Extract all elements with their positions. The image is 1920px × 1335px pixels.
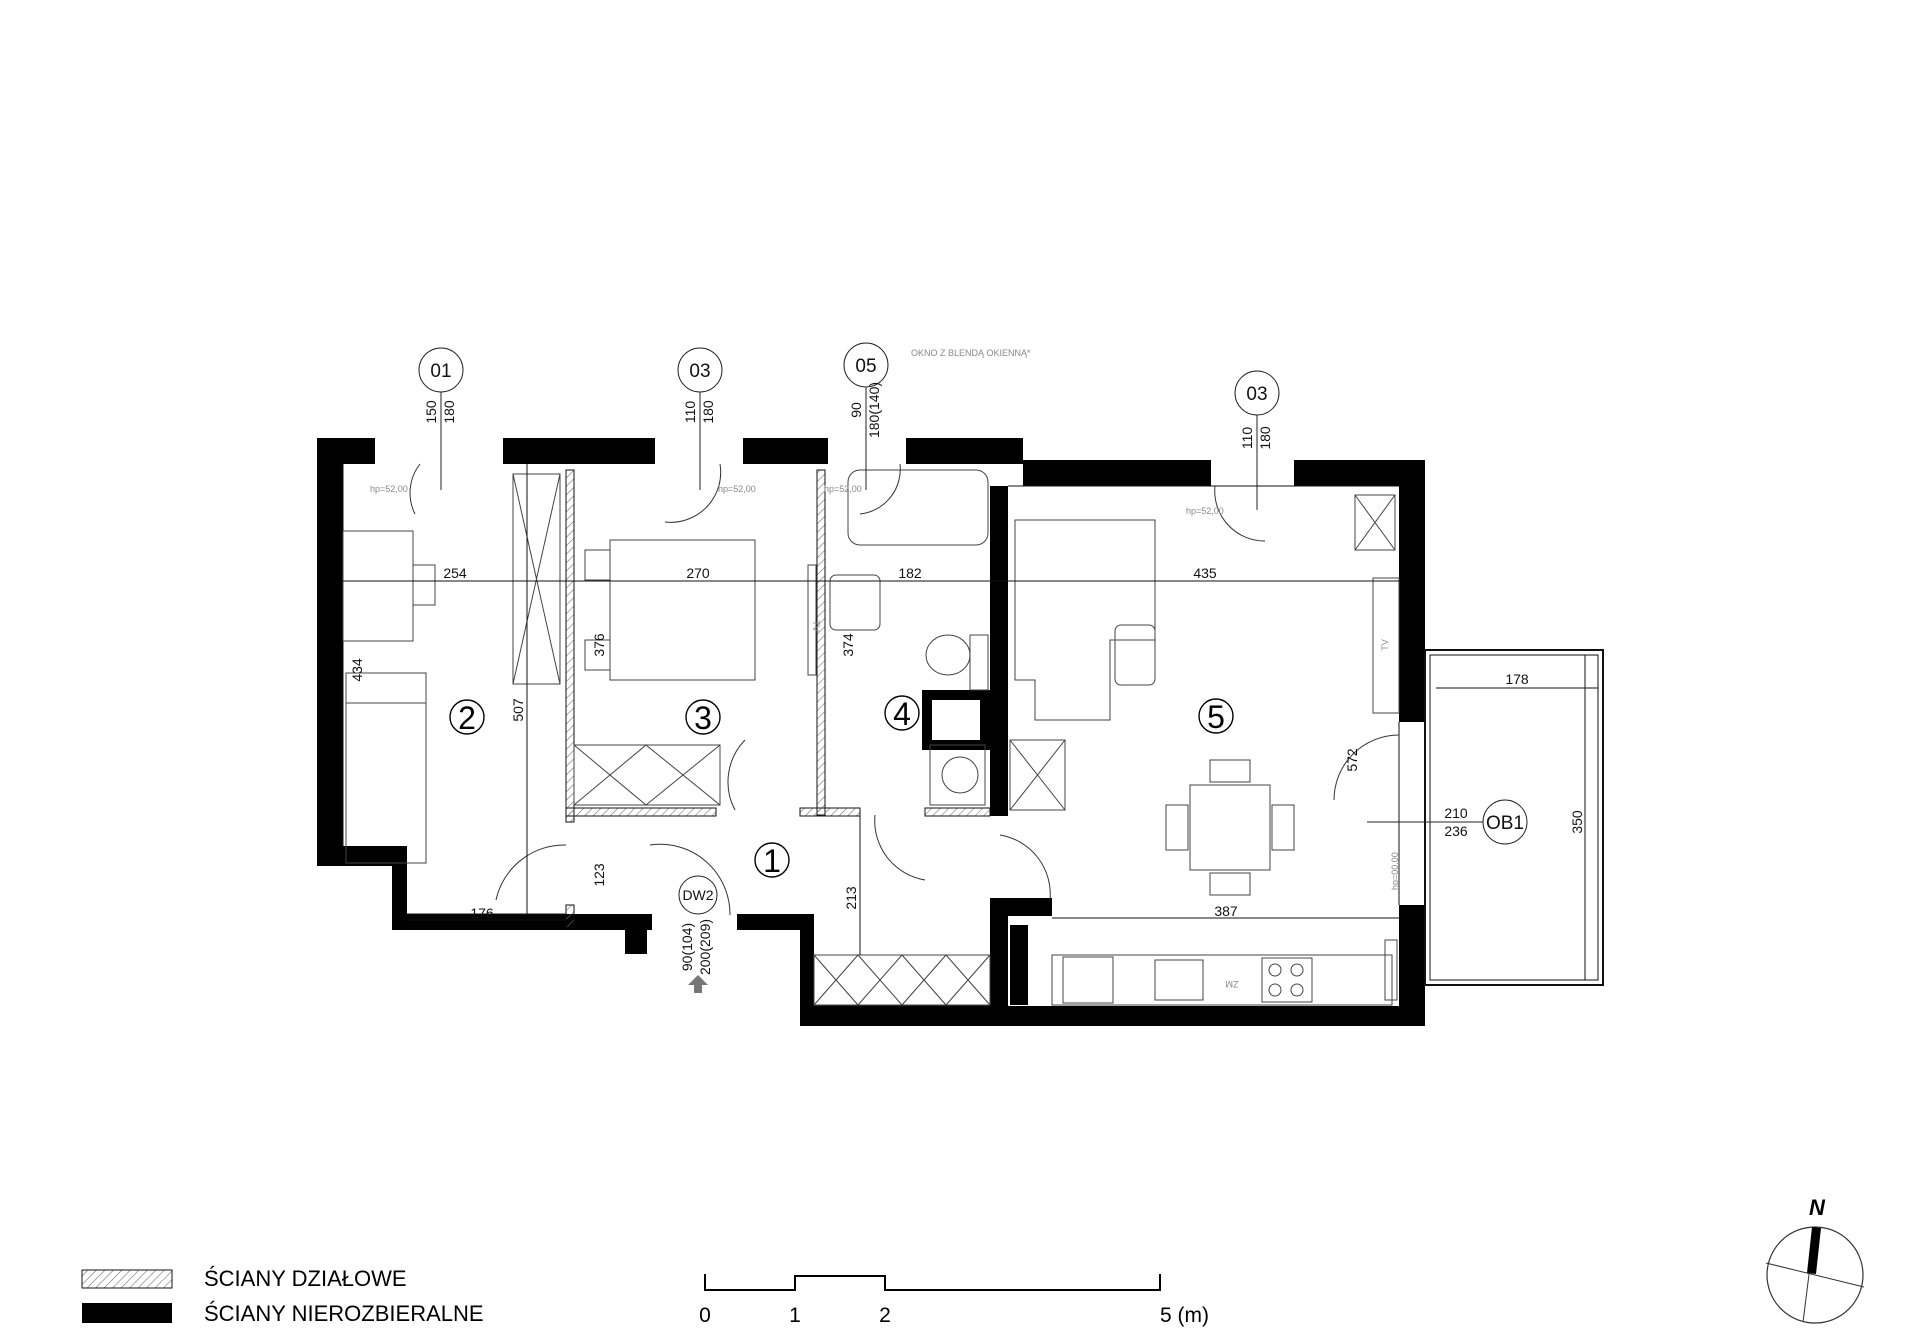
window-01: 01 150 180 hp=52,00 xyxy=(370,347,464,494)
svg-text:110: 110 xyxy=(682,401,698,424)
entry-door-tag: DW2 90(104) 200(209) xyxy=(678,875,718,993)
room-5-label: 5 xyxy=(1198,698,1234,735)
room-number: 4 xyxy=(893,696,911,732)
scale-tick-5: 5 (m) xyxy=(1160,1304,1209,1327)
legend-swatch-partition xyxy=(81,1269,173,1289)
svg-text:150: 150 xyxy=(423,400,439,424)
door-swings xyxy=(409,463,1400,916)
furniture xyxy=(342,469,1400,1006)
svg-text:90: 90 xyxy=(848,402,864,418)
balcony-door-tag: OB1 210 236 hp=00,00 xyxy=(1367,799,1528,890)
tv-label-2: TV xyxy=(1380,639,1390,651)
wardrobe-room-2 xyxy=(512,473,561,685)
room-4-width: 182 xyxy=(898,565,922,581)
room-5-height: 572 xyxy=(1344,748,1360,772)
interior-lines xyxy=(342,464,1604,1007)
room-5-width: 435 xyxy=(1193,565,1217,581)
svg-text:01: 01 xyxy=(430,361,451,382)
zm-label: ZM xyxy=(1226,979,1239,989)
legend-swatch-bearing xyxy=(82,1303,172,1323)
room-2-width: 254 xyxy=(443,565,467,581)
room-2-height: 434 xyxy=(349,658,365,682)
svg-text:hp=52,00: hp=52,00 xyxy=(370,484,408,494)
hall-height: 213 xyxy=(843,886,859,910)
room-number: 2 xyxy=(458,700,476,736)
window-03-a: 03 110 180 hp=52,00 xyxy=(677,347,756,494)
tv-label-1: TV xyxy=(811,620,821,632)
dining-table xyxy=(1189,784,1271,871)
dimension-lines xyxy=(343,464,1598,980)
svg-text:hp=52,00: hp=52,00 xyxy=(718,484,756,494)
svg-text:180: 180 xyxy=(700,400,716,424)
overall-height: 507 xyxy=(510,698,526,722)
hallway-wardrobe xyxy=(813,954,991,1006)
svg-text:hp=52,00: hp=52,00 xyxy=(824,484,862,494)
room-1-label: 1 xyxy=(754,842,790,879)
desk xyxy=(342,530,414,642)
room-3-height: 376 xyxy=(591,633,607,657)
room-4-height: 374 xyxy=(840,633,856,657)
svg-text:110: 110 xyxy=(1239,427,1255,450)
coffee-table xyxy=(1114,624,1156,686)
double-bed xyxy=(609,539,756,681)
kitchen-width: 387 xyxy=(1214,903,1238,919)
north-arrow: N xyxy=(1765,1195,1865,1324)
svg-text:180: 180 xyxy=(441,400,457,424)
svg-text:236: 236 xyxy=(1444,823,1468,839)
room-number: 5 xyxy=(1207,699,1225,735)
svg-text:90(104): 90(104) xyxy=(679,923,695,971)
balcony-depth: 350 xyxy=(1569,810,1585,834)
room-2-label: 2 xyxy=(449,699,485,736)
svg-text:180: 180 xyxy=(1257,426,1273,450)
scale-tick-1: 1 xyxy=(789,1304,801,1327)
window-03-b: 03 110 180 hp=52,00 xyxy=(1186,370,1280,516)
svg-text:hp=00,00: hp=00,00 xyxy=(1390,852,1400,890)
room-3-label: 3 xyxy=(685,699,721,736)
room-2-extra-width: 176 xyxy=(470,905,494,921)
svg-text:180(140): 180(140) xyxy=(866,382,882,438)
washbasin xyxy=(829,574,881,631)
room-numbers: 2 3 4 5 1 xyxy=(449,695,1234,879)
svg-text:OB1: OB1 xyxy=(1486,813,1524,834)
legend-label-bearing: ŚCIANY NIEROZBIERALNE xyxy=(204,1301,484,1326)
svg-text:03: 03 xyxy=(689,361,710,382)
svg-text:210: 210 xyxy=(1444,805,1468,821)
legend: ŚCIANY DZIAŁOWE ŚCIANY NIEROZBIERALNE xyxy=(81,1266,484,1326)
toilet xyxy=(925,634,971,676)
hall-side-dim: 123 xyxy=(591,863,607,887)
room-number: 3 xyxy=(694,700,712,736)
scale-bar: 0 1 2 5 (m) xyxy=(699,1274,1209,1327)
scale-tick-2: 2 xyxy=(879,1304,891,1327)
svg-text:DW2: DW2 xyxy=(682,887,713,903)
legend-label-partition: ŚCIANY DZIAŁOWE xyxy=(204,1266,407,1291)
room-number: 1 xyxy=(763,843,781,879)
partition-walls xyxy=(565,469,991,928)
room-3-width: 270 xyxy=(686,565,710,581)
balcony-width: 178 xyxy=(1505,671,1529,687)
window-tags: 01 150 180 hp=52,00 03 110 180 hp=52,00 … xyxy=(370,342,1528,993)
north-needle-icon xyxy=(1807,1227,1821,1274)
kitchen-counter xyxy=(1051,954,1393,1006)
svg-text:hp=52,00: hp=52,00 xyxy=(1186,506,1224,516)
wardrobe-room-3 xyxy=(573,744,721,806)
svg-text:200(209): 200(209) xyxy=(697,919,713,975)
load-bearing-walls xyxy=(317,438,1425,1026)
bed-room-2 xyxy=(345,672,427,864)
room-4-label: 4 xyxy=(884,695,920,732)
bathtub xyxy=(847,469,989,546)
svg-text:03: 03 xyxy=(1246,384,1267,405)
cooktop xyxy=(1261,957,1313,1003)
dimension-text: 254 270 182 435 176 387 434 507 376 374 … xyxy=(349,565,1585,989)
scale-tick-0: 0 xyxy=(699,1304,711,1327)
entrance-arrow-icon xyxy=(688,975,708,993)
window-05: 05 90 180(140) OKNO Z BLENDĄ OKIENNĄ* hp… xyxy=(824,342,1031,494)
svg-text:OKNO Z BLENDĄ OKIENNĄ*: OKNO Z BLENDĄ OKIENNĄ* xyxy=(911,348,1031,358)
washing-machine xyxy=(941,756,979,794)
north-label: N xyxy=(1809,1195,1826,1220)
svg-text:05: 05 xyxy=(855,356,876,377)
corner-sofa xyxy=(1014,519,1156,721)
